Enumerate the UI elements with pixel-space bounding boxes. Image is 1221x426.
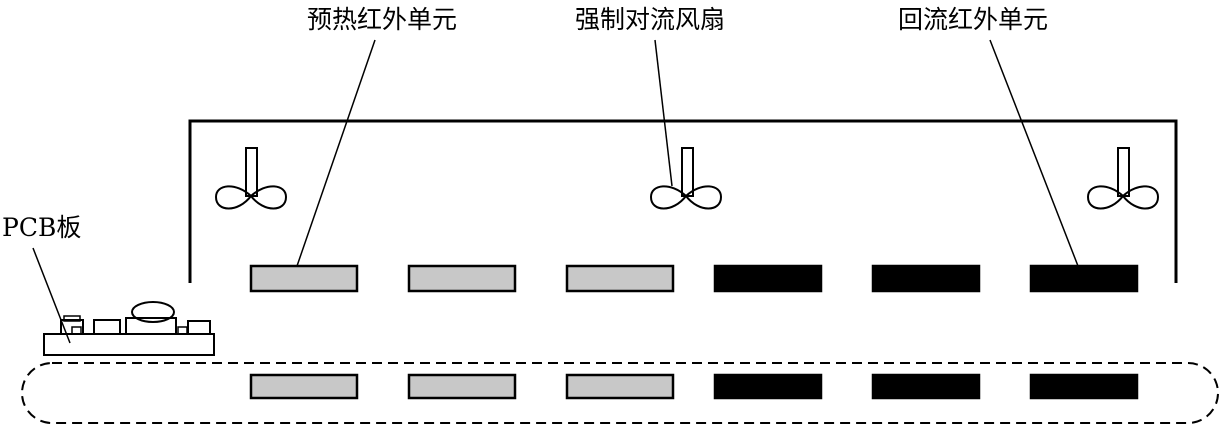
heater-reflow-top-1 [713,264,823,293]
leader-fan [654,39,673,187]
heater-reflow-bottom-2 [871,373,981,400]
heater-reflow-top-2 [871,264,981,293]
pcb-board [43,301,215,356]
label-preheat-ir: 预热红外单元 [307,5,457,34]
heater-preheat-top-3 [565,264,675,293]
oven-housing [188,119,1178,283]
heater-reflow-top-3 [1029,264,1139,293]
heater-reflow-bottom-1 [713,373,823,400]
heater-preheat-top-1 [249,264,359,293]
label-fan: 强制对流风扇 [575,5,725,34]
leader-reflow [989,39,1079,267]
leader-pcb [32,247,71,344]
label-pcb: PCB板 [2,213,81,242]
fan-center [649,147,723,210]
heater-preheat-bottom-1 [249,373,359,400]
heater-preheat-top-2 [407,264,517,293]
heater-reflow-bottom-3 [1029,373,1139,400]
label-reflow-ir: 回流红外单元 [898,5,1048,34]
conveyor-belt [21,362,1219,424]
heater-preheat-bottom-3 [565,373,675,400]
heater-preheat-bottom-2 [407,373,517,400]
fan-right [1086,147,1160,210]
fan-left [214,147,288,210]
leader-preheat [296,39,376,267]
